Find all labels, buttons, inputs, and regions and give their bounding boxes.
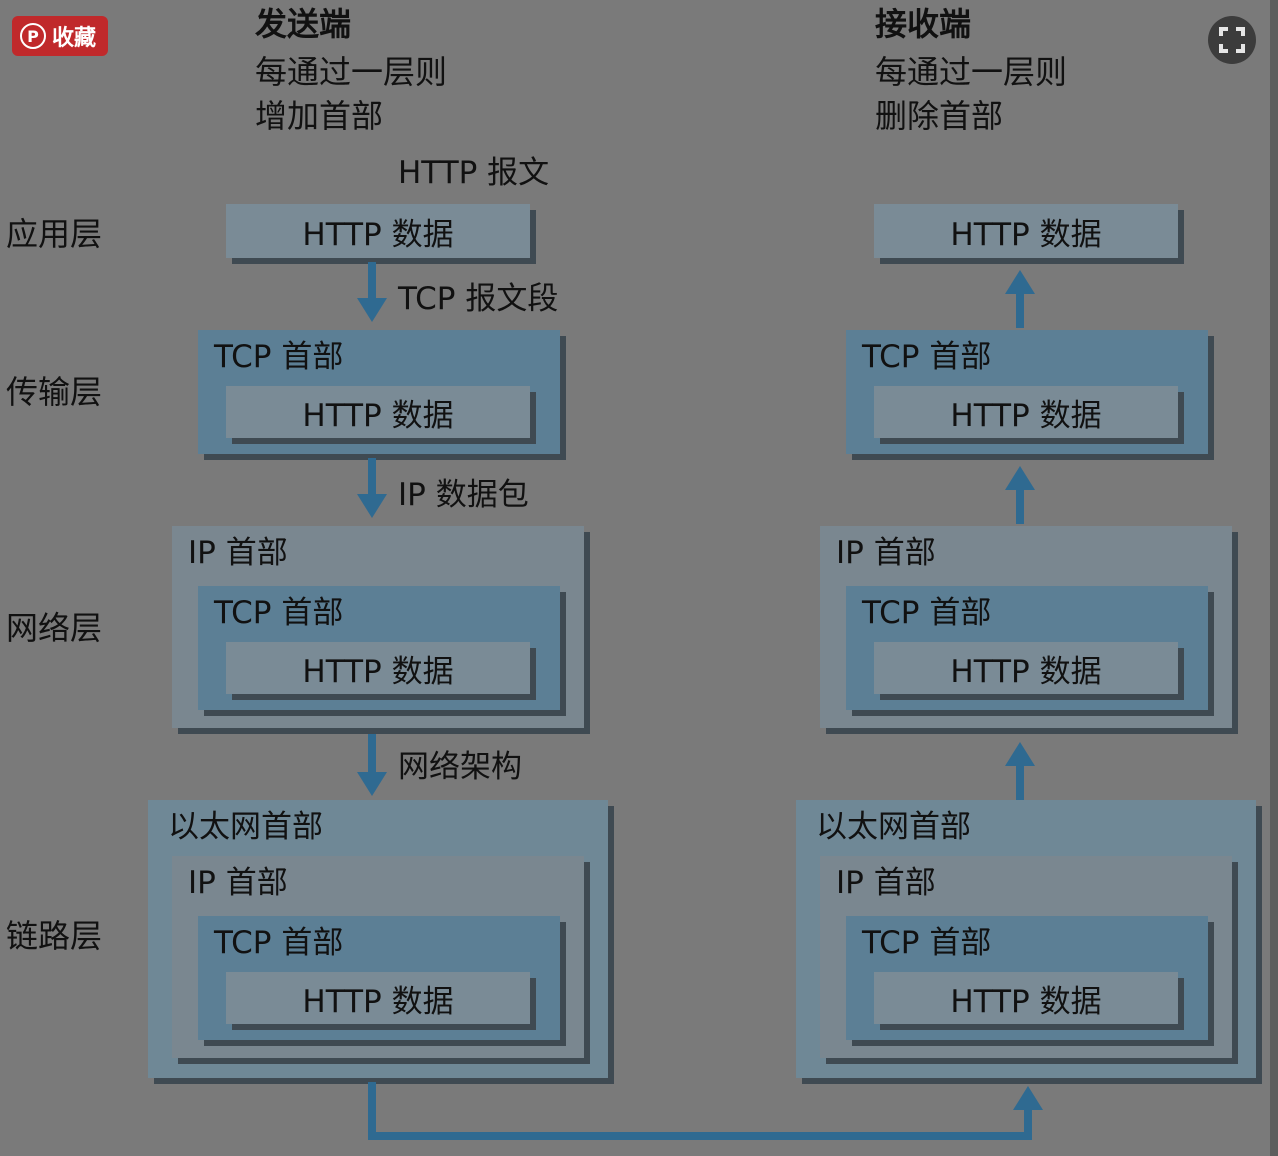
http-data-box: HTTP 数据: [226, 972, 530, 1024]
layer-transport: 传输层: [6, 373, 103, 411]
down-arrow-icon: [357, 458, 387, 518]
ip-box: IP 首部 TCP 首部 HTTP 数据: [820, 856, 1232, 1058]
up-arrow-icon: [1005, 270, 1035, 328]
label-http-message: HTTP 报文: [398, 155, 550, 191]
tcp-box: TCP 首部 HTTP 数据: [198, 916, 560, 1040]
layer-network: 网络层: [6, 609, 103, 647]
sender-app-http-box: HTTP 数据: [226, 204, 530, 258]
receiver-transport-tcp-box: TCP 首部 HTTP 数据: [846, 330, 1208, 454]
layer-application: 应用层: [6, 215, 103, 253]
down-arrow-icon: [357, 734, 387, 796]
tcp-header-label: TCP 首部: [214, 925, 344, 961]
pinterest-save-button[interactable]: P 收藏: [12, 16, 108, 56]
ethernet-header-label: 以太网首部: [168, 809, 323, 845]
save-label: 收藏: [52, 26, 97, 51]
fullscreen-icon: [1219, 27, 1245, 53]
ip-box: IP 首部 TCP 首部 HTTP 数据: [172, 856, 584, 1058]
http-data-label: HTTP 数据: [302, 653, 454, 690]
tcp-header-label: TCP 首部: [214, 339, 344, 375]
layer-link: 链路层: [6, 917, 103, 955]
tcp-header-label: TCP 首部: [862, 595, 992, 631]
http-data-box: HTTP 数据: [874, 386, 1178, 438]
sender-transport-tcp-box: TCP 首部 HTTP 数据: [198, 330, 560, 454]
receiver-desc-line1: 每通过一层则: [875, 53, 1068, 91]
sender-title: 发送端: [255, 5, 352, 43]
tcp-box: TCP 首部 HTTP 数据: [198, 586, 560, 710]
tcp-box: TCP 首部 HTTP 数据: [846, 586, 1208, 710]
pinterest-icon: P: [20, 23, 46, 49]
ethernet-header-label: 以太网首部: [816, 809, 971, 845]
up-arrow-icon: [1005, 742, 1035, 800]
expand-button[interactable]: [1208, 16, 1256, 64]
http-data-label: HTTP 数据: [950, 653, 1102, 690]
http-data-box: HTTP 数据: [874, 642, 1178, 694]
transmission-arrow-icon: [368, 1082, 1043, 1140]
tcp-box: TCP 首部 HTTP 数据: [846, 916, 1208, 1040]
http-data-label: HTTP 数据: [950, 397, 1102, 434]
tcp-header-label: TCP 首部: [862, 925, 992, 961]
http-data-box: HTTP 数据: [226, 642, 530, 694]
down-arrow-icon: [357, 262, 387, 322]
ip-header-label: IP 首部: [188, 865, 288, 901]
label-network-frame: 网络架构: [398, 749, 522, 785]
sender-desc-line2: 增加首部: [255, 97, 384, 135]
sender-desc-line1: 每通过一层则: [255, 53, 448, 91]
label-tcp-segment: TCP 报文段: [398, 281, 559, 317]
tcp-header-label: TCP 首部: [214, 595, 344, 631]
tcp-header-label: TCP 首部: [862, 339, 992, 375]
http-data-label: HTTP 数据: [302, 983, 454, 1020]
receiver-app-http-box: HTTP 数据: [874, 204, 1178, 258]
ip-header-label: IP 首部: [836, 865, 936, 901]
http-data-label: HTTP 数据: [302, 397, 454, 434]
ip-header-label: IP 首部: [836, 535, 936, 571]
http-data-box: HTTP 数据: [874, 972, 1178, 1024]
up-arrow-icon: [1005, 466, 1035, 524]
label-ip-packet: IP 数据包: [398, 477, 529, 513]
receiver-title: 接收端: [875, 5, 972, 43]
sender-network-ip-box: IP 首部 TCP 首部 HTTP 数据: [172, 526, 584, 728]
receiver-link-ethernet-box: 以太网首部 IP 首部 TCP 首部 HTTP 数据: [796, 800, 1256, 1078]
http-data-label: HTTP 数据: [950, 216, 1102, 253]
http-data-box: HTTP 数据: [226, 386, 530, 438]
sender-link-ethernet-box: 以太网首部 IP 首部 TCP 首部 HTTP 数据: [148, 800, 608, 1078]
receiver-desc-line2: 删除首部: [875, 97, 1004, 135]
scrollbar[interactable]: [1270, 0, 1278, 1156]
http-data-label: HTTP 数据: [302, 216, 454, 253]
receiver-network-ip-box: IP 首部 TCP 首部 HTTP 数据: [820, 526, 1232, 728]
ip-header-label: IP 首部: [188, 535, 288, 571]
http-data-label: HTTP 数据: [950, 983, 1102, 1020]
